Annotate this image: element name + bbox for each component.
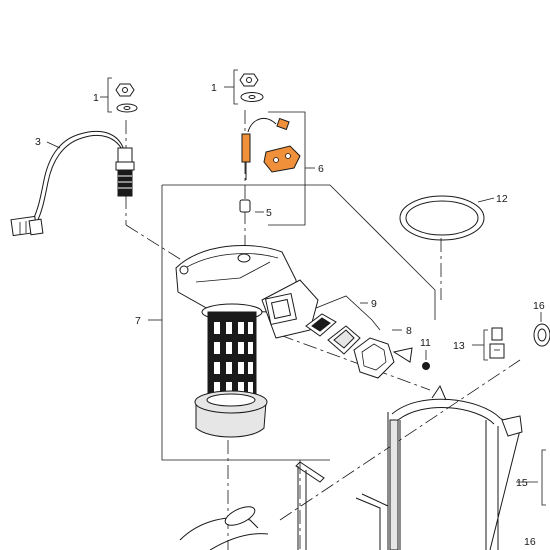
callout-1-right: 1: [211, 82, 217, 94]
callout-labels: 1 1 3 5 6 7 8 9 11 12 13 15 16 16: [35, 82, 545, 548]
callout-16-top: 16: [533, 300, 545, 312]
part-15-heat-exchanger: [387, 384, 546, 550]
callout-9: 9: [371, 298, 377, 310]
callout-12: 12: [496, 193, 508, 205]
callout-8: 8: [406, 325, 412, 337]
callout-3: 3: [35, 136, 41, 148]
part-16-seal-top: [533, 312, 550, 347]
callout-13: 13: [453, 340, 465, 352]
callout-15: 15: [516, 477, 528, 489]
callout-6: 6: [318, 163, 324, 175]
callout-16-bottom: 16: [524, 536, 536, 548]
part-7-bracket: [148, 184, 436, 461]
part-7-burner-housing: [175, 244, 319, 438]
part-9-gaskets: [305, 295, 381, 355]
part-5-grommet: [239, 199, 264, 213]
callout-1-left: 1: [93, 92, 99, 104]
part-1-left-nut-washer: [100, 77, 138, 113]
callout-11: 11: [420, 337, 431, 349]
lower-pipes: [179, 461, 389, 550]
part-3-sensor-cable: [10, 130, 135, 237]
part-13-connector: [472, 327, 505, 361]
part-6-electrode: [241, 111, 315, 226]
part-8-cover-plate: [353, 329, 413, 379]
part-1-right-nut-washer: [224, 69, 264, 105]
callout-5: 5: [266, 207, 272, 219]
part-12-gasket-ring: [399, 195, 495, 241]
part-11-nut: [422, 350, 430, 370]
callout-7: 7: [135, 315, 141, 327]
